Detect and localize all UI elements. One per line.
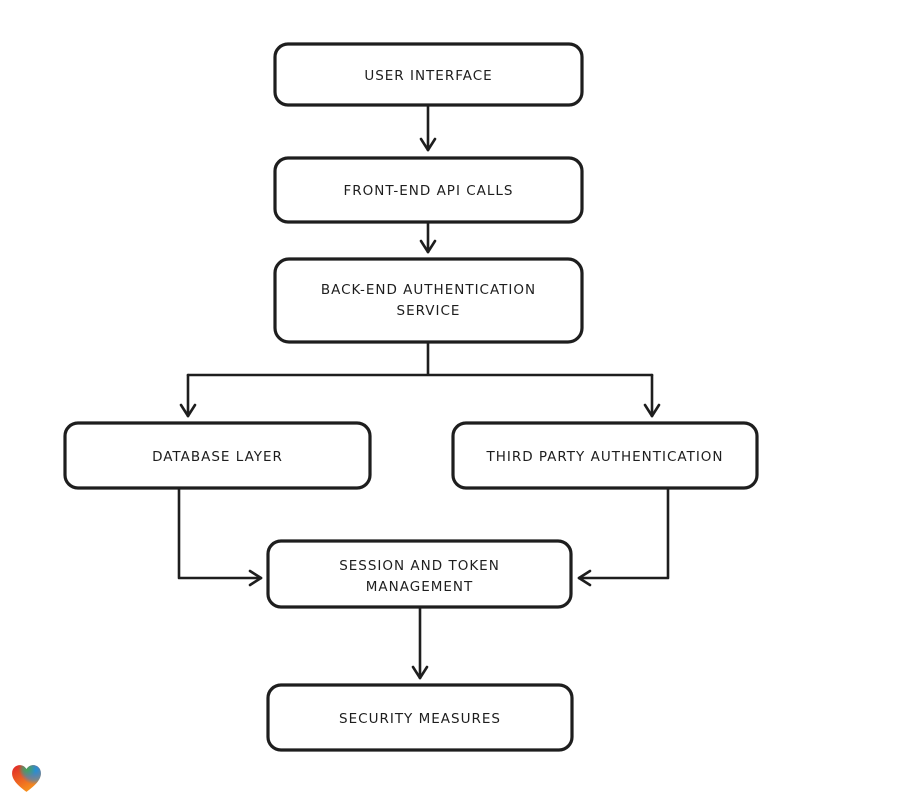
node-database: DATABASE LAYER — [63, 421, 372, 490]
node-third-party-shape[interactable] — [451, 421, 759, 490]
heart-icon-green-tint — [12, 765, 41, 792]
edges — [177, 103, 670, 680]
node-backend-auth-label-line2: SERVICE — [397, 303, 461, 319]
node-session-token-shape[interactable] — [266, 539, 573, 609]
node-frontend-api-shape[interactable] — [273, 156, 584, 224]
node-third-party: THIRD PARTY AUTHENTICATION — [451, 421, 759, 490]
edge-thirdparty-to-session[interactable] — [577, 486, 670, 587]
node-frontend-api: FRONT-END API CALLS — [273, 156, 584, 224]
node-session-token: SESSION AND TOKEN MANAGEMENT — [266, 539, 573, 609]
node-security: SECURITY MEASURES — [266, 683, 574, 752]
node-backend-auth-label-line1: BACK-END AUTHENTICATION — [321, 282, 536, 298]
node-database-shape[interactable] — [63, 421, 372, 490]
node-session-token-label-line1: SESSION AND TOKEN — [339, 558, 500, 574]
node-security-label: SECURITY MEASURES — [339, 711, 501, 727]
node-backend-auth: BACK-END AUTHENTICATION SERVICE — [273, 257, 584, 344]
node-database-label: DATABASE LAYER — [152, 449, 283, 465]
edge-backend-branch[interactable] — [186, 340, 654, 377]
node-session-token-label-line2: MANAGEMENT — [366, 579, 474, 595]
edge-database-to-session[interactable] — [177, 486, 263, 587]
node-user-interface-label: USER INTERFACE — [364, 68, 492, 84]
node-user-interface-shape[interactable] — [273, 42, 584, 107]
node-third-party-label: THIRD PARTY AUTHENTICATION — [485, 449, 723, 465]
node-backend-auth-shape[interactable] — [273, 257, 584, 344]
brand-heart-logo[interactable] — [12, 765, 41, 792]
node-frontend-api-label: FRONT-END API CALLS — [344, 183, 514, 199]
node-security-shape[interactable] — [266, 683, 574, 752]
node-user-interface: USER INTERFACE — [273, 42, 584, 107]
